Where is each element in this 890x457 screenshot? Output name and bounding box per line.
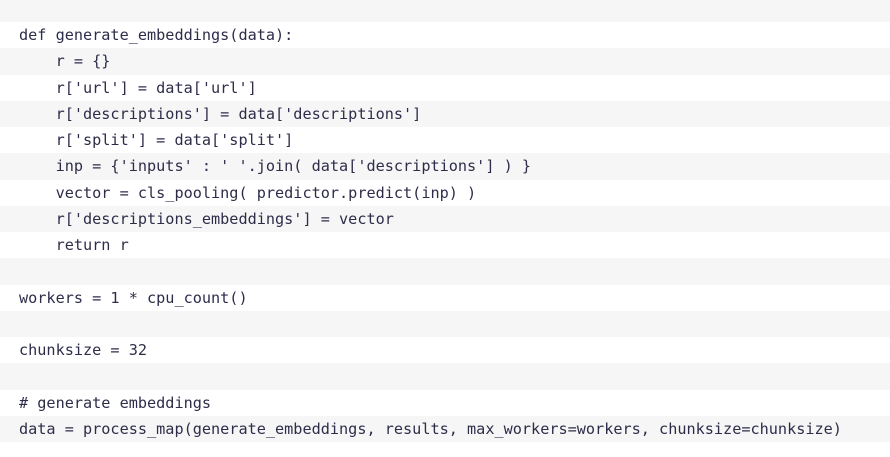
code-line: r['split'] = data['split'] [19, 131, 294, 149]
code-line: return r [19, 236, 129, 254]
code-line: r['descriptions'] = data['descriptions'] [0, 100, 890, 127]
code-line: vector = cls_pooling( predictor.predict(… [19, 183, 477, 202]
code-line [0, 258, 890, 285]
code-line: inp = {'inputs' : ' '.join( data['descri… [0, 153, 890, 180]
code-line: data = process_map(generate_embeddings, … [0, 415, 890, 442]
code-line: chunksize = 32 [19, 341, 148, 359]
code-line: r['url'] = data['url'] [19, 78, 257, 97]
code-line: r = {} [0, 48, 890, 75]
code-line: # generate embeddings [19, 393, 212, 412]
code-line [0, 363, 890, 390]
code-line: r['descriptions_embeddings'] = vector [0, 205, 890, 232]
code-line-blank [0, 0, 890, 22]
code-line: workers = 1 * cpu_count() [19, 288, 248, 307]
code-lines: def generate_embeddings(data): r = {} r[… [0, 22, 890, 442]
code-block: def generate_embeddings(data): r = {} r[… [0, 0, 890, 442]
code-line: def generate_embeddings(data): [19, 26, 294, 44]
code-line [0, 310, 890, 337]
